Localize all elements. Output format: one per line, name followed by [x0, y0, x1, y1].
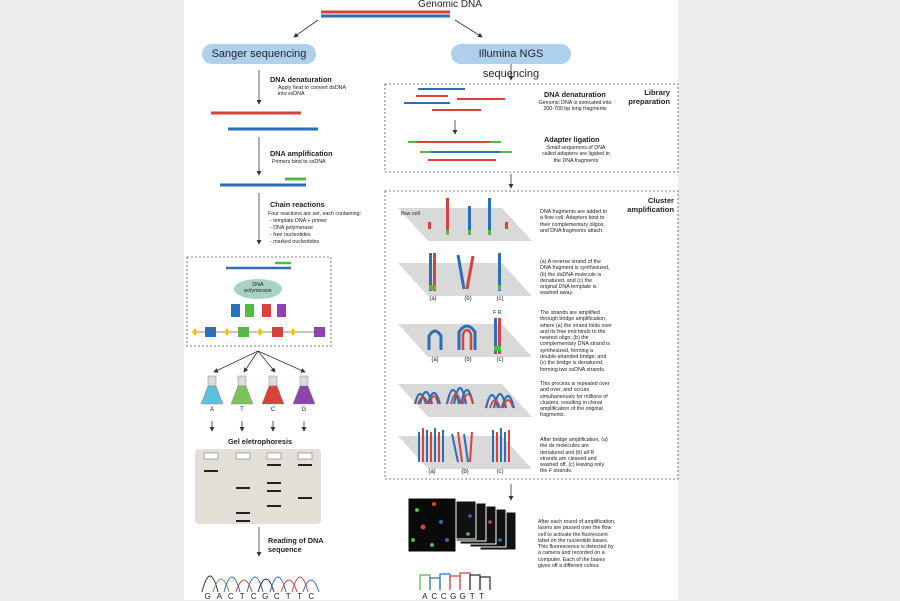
- base: C: [273, 592, 280, 601]
- dna-fragments: [404, 88, 505, 111]
- fr-label: F R: [493, 310, 502, 316]
- panel5-label-b: (b): [461, 469, 469, 475]
- free-nucleotide-row: [192, 327, 325, 337]
- cluster-box-title: Cluster amplification: [627, 196, 674, 214]
- flask-label-c: C: [270, 407, 276, 413]
- sanger-header: Sanger sequencing: [202, 44, 316, 64]
- arrow-to-sanger: [293, 19, 319, 38]
- cluster-step-5: After bridge amplification, (a) the ds m…: [540, 437, 608, 475]
- sanger-amp-text: Primers bind to ssDNA: [272, 159, 326, 165]
- panel3-label-b: (b): [464, 357, 472, 363]
- base: T: [297, 592, 303, 601]
- flow-cell-panel-3: [398, 318, 532, 357]
- sanger-chain-line-5: - marked nucleotides: [270, 239, 320, 245]
- panel3-label-c: (c): [496, 357, 504, 363]
- ssdna-pair: [211, 111, 318, 131]
- genomic-dna-strand: [321, 10, 450, 18]
- imaging-frames: [407, 497, 517, 553]
- marked-nucleotides: [231, 304, 286, 317]
- gel-wells: [203, 452, 313, 460]
- flask-a: [200, 375, 224, 405]
- library-box-title: Library preparation: [628, 88, 670, 106]
- cluster-box: [384, 190, 679, 480]
- imaging-text: After each round of amplification, laser…: [538, 519, 616, 570]
- sanger-chromatogram: [201, 575, 320, 593]
- library-box: [384, 83, 679, 173]
- sanger-read-title: Reading of DNA sequence: [268, 536, 324, 554]
- flow-cell-panel-5: [398, 428, 532, 469]
- cluster-step-1: DNA fragments are added to a flow cell. …: [540, 209, 608, 234]
- sanger-chain-line-3: - DNA polymerase: [270, 225, 313, 231]
- gel-slab: [195, 449, 321, 524]
- flask-label-g: G: [301, 407, 307, 413]
- cluster-step-2: (a) A reverse strand of the DNA fragment…: [540, 259, 610, 297]
- adapter-title: Adapter ligation: [544, 135, 600, 144]
- panel2-label-b: (b): [464, 296, 472, 302]
- base: C: [308, 592, 315, 601]
- flask-c: [261, 375, 285, 405]
- panel2-label-c: (c): [496, 296, 504, 302]
- primer-strand: [220, 177, 306, 187]
- base: C: [440, 592, 447, 601]
- flow-cell-label: flow cell: [401, 211, 420, 217]
- flow-cell-panel-2: [398, 253, 532, 296]
- panel5-label-c: (c): [496, 469, 504, 475]
- flask-label-a: A: [209, 407, 214, 413]
- base: T: [285, 592, 291, 601]
- polymerase-label: DNA polymerase: [244, 282, 272, 295]
- illumina-denat-title: DNA denaturation: [544, 90, 606, 99]
- sanger-chain-line-2: - template DNA + primer: [270, 218, 327, 224]
- gel-bands: [204, 464, 312, 522]
- genomic-dna-title: Genomic DNA: [418, 0, 482, 10]
- panel2-label-a: (a): [429, 296, 437, 302]
- cluster-step-3: The strands are amplified through bridge…: [540, 310, 612, 373]
- illumina-header: Illumina NGS sequencing: [451, 44, 571, 80]
- reaction-strand: [226, 261, 291, 270]
- base: T: [239, 592, 245, 601]
- adapter-fragments: [408, 141, 512, 161]
- base: T: [479, 592, 485, 601]
- base: C: [227, 592, 234, 601]
- gel-title: Gel eletrophoresis: [228, 437, 293, 446]
- adapter-text: Small sequences of DNA called adapters a…: [541, 145, 611, 164]
- flask-g: [292, 375, 316, 405]
- base: G: [204, 592, 211, 601]
- base: T: [469, 592, 475, 601]
- base: C: [250, 592, 257, 601]
- flow-cell-panel-4: [398, 384, 532, 417]
- sanger-chain-line-4: - free nucleotides: [270, 232, 311, 238]
- sanger-denat-text: Apply heat to convert dsDNA into ssDNA: [278, 85, 346, 98]
- reaction-box: [186, 256, 332, 347]
- sanger-chain-title: Chain reactions: [270, 200, 325, 209]
- sanger-denat-title: DNA denaturation: [270, 75, 332, 84]
- panel5-label-a: (a): [428, 469, 436, 475]
- illumina-read-bars: [419, 572, 491, 590]
- illumina-denat-text: Genomic DNA is sonicated into 200-700 bp…: [538, 100, 612, 113]
- fan-arrows: [213, 350, 306, 373]
- base: G: [450, 592, 457, 601]
- arrow-to-illumina: [454, 19, 483, 38]
- base: A: [216, 592, 222, 601]
- base: C: [431, 592, 438, 601]
- panel3-label-a: (a): [431, 357, 439, 363]
- sanger-amp-title: DNA amplification: [270, 149, 333, 158]
- flask-arrows: [209, 421, 307, 432]
- sanger-chain-line-1: Four reactions are set, each containing:: [268, 211, 362, 217]
- base: G: [262, 592, 269, 601]
- cluster-step-4: This process is repeated over and over, …: [540, 381, 610, 419]
- flask-label-t: T: [240, 407, 244, 413]
- base: G: [459, 592, 466, 601]
- flask-t: [230, 375, 254, 405]
- flow-cell-panel-1: [398, 198, 532, 241]
- base: A: [422, 592, 428, 601]
- polymerase-blob: [234, 279, 282, 299]
